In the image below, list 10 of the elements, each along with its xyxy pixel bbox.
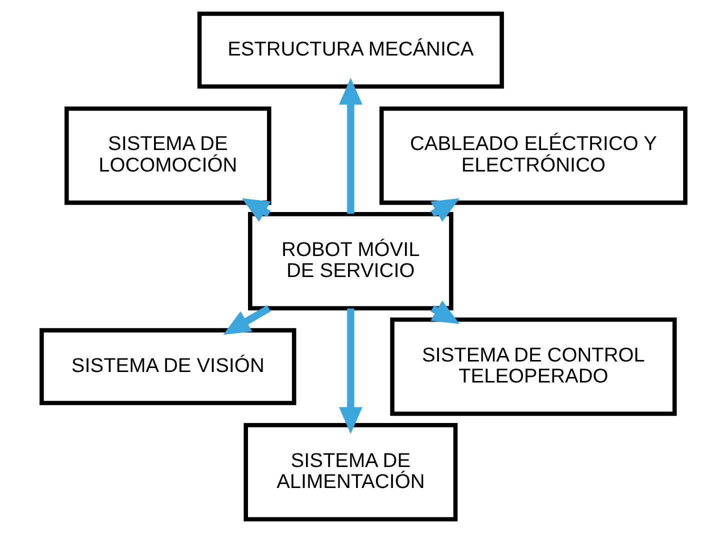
node-box: SISTEMA DE CONTROL TELEOPERADO bbox=[390, 317, 677, 416]
node-box: CABLEADO ELÉCTRICO Y ELECTRÓNICO bbox=[379, 106, 688, 205]
node-box: SISTEMA DE VISIÓN bbox=[40, 328, 296, 406]
arrow bbox=[338, 78, 362, 214]
node-box: ESTRUCTURA MECÁNICA bbox=[197, 12, 504, 89]
node-box: SISTEMA DE ALIMENTACIÓN bbox=[244, 423, 458, 522]
node-box: ROBOT MÓVIL DE SERVICIO bbox=[248, 212, 454, 310]
arrow bbox=[338, 308, 362, 434]
arrow bbox=[223, 305, 271, 335]
node-box: SISTEMA DE LOCOMOCIÓN bbox=[64, 106, 272, 205]
